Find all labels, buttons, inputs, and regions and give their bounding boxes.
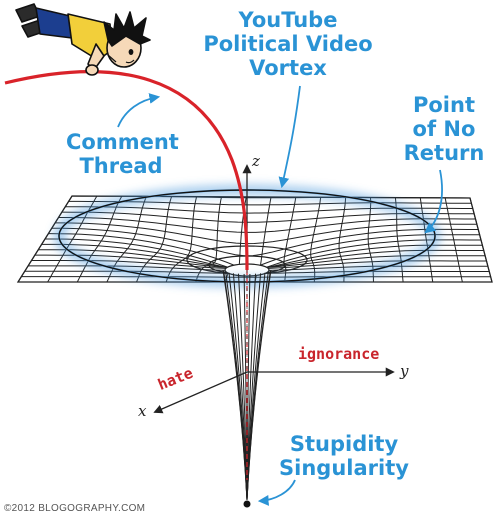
point-of-no-return-line-1: Point [412, 93, 475, 117]
comment-thread-line-1: Comment [66, 130, 179, 154]
vortex-label-line-3: Vortex [249, 56, 327, 80]
x-axis-label: x [138, 402, 147, 420]
vortex-label-line-1: YouTube [238, 8, 338, 32]
comment-thread-line-2: Thread [79, 154, 163, 178]
vortex-label-line-2: Political Video [203, 32, 373, 56]
point-of-no-return-label: Point of No Return [392, 93, 496, 165]
comment-thread-label: Comment Thread [66, 130, 179, 178]
singularity-label: Stupidity Singularity [274, 432, 414, 480]
vortex-label: YouTube Political Video Vortex [188, 8, 388, 80]
comment-thread-arrow [117, 93, 161, 128]
comment-thread-curve [4, 70, 249, 271]
copyright-notice: ©2012 BLOGOGRAPHY.COM [4, 503, 146, 514]
singularity-arrow [257, 479, 296, 506]
ignorance-label: ignorance [298, 345, 380, 363]
singularity-line-1: Stupidity [289, 432, 399, 456]
vortex-label-arrow [278, 85, 301, 189]
y-axis-label: y [400, 362, 409, 380]
point-of-no-return-line-2: of No [412, 117, 476, 141]
z-axis-label: z [252, 152, 260, 170]
point-of-no-return-arrow [424, 169, 443, 234]
cartoon-character [15, 3, 151, 76]
point-of-no-return-line-3: Return [403, 141, 485, 165]
singularity-line-2: Singularity [279, 456, 409, 480]
vortex-grid-plane [16, 195, 493, 283]
singularity-point [243, 500, 251, 508]
